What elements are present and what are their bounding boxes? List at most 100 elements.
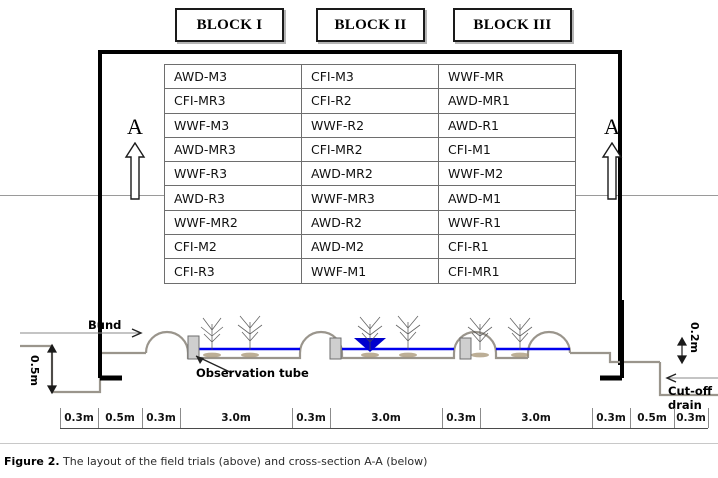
table-row: AWD-MR3 CFI-MR2 CFI-M1 [164, 136, 576, 163]
plot-cell: AWD-M3 [164, 63, 302, 90]
plot-cell: CFI-MR1 [438, 258, 576, 284]
plot-cell: WWF-MR2 [164, 209, 302, 236]
field-boundary-frame [98, 50, 622, 365]
cross-section-drawing [20, 300, 718, 397]
dimension-label: 0.3m [676, 412, 706, 424]
dimension-tick [142, 408, 143, 428]
cutoff-drain-label-line1: Cut-off [668, 384, 713, 398]
depth-label-right: 0.2m [688, 322, 701, 353]
observation-tube [329, 337, 342, 360]
plot-cell: CFI-R2 [301, 88, 439, 114]
dimension-label: 3.0m [371, 412, 401, 424]
plot-cell: WWF-R1 [438, 209, 576, 236]
observation-tube-leader-arrow [195, 355, 233, 374]
plot-cell: CFI-M3 [301, 63, 439, 90]
table-row: AWD-R3 WWF-MR3 AWD-M1 [164, 185, 576, 211]
plot-cell: CFI-R3 [164, 258, 302, 284]
rice-plant [200, 317, 224, 350]
dimension-tick [180, 408, 181, 428]
dimension-tick [674, 408, 675, 428]
soil-clumps [203, 352, 529, 358]
dimension-label: 3.0m [521, 412, 551, 424]
dimension-label: 0.3m [64, 412, 94, 424]
block-header-2-label: BLOCK II [334, 16, 407, 33]
block-header-3: BLOCK III [453, 8, 572, 42]
plot-cell: WWF-M2 [438, 161, 576, 187]
bed-3-floor [494, 353, 528, 360]
table-row: WWF-R3 AWD-MR2 WWF-M2 [164, 161, 576, 187]
cutoff-drain-leader-arrow [665, 373, 718, 383]
cutoff-drain-label: Cut-off drain [668, 384, 712, 412]
plot-cell: WWF-MR [438, 63, 576, 90]
dimension-tick [60, 408, 61, 428]
observation-tube [459, 337, 472, 360]
figure-caption: Figure 2. The layout of the field trials… [4, 455, 704, 468]
dimension-label: 3.0m [221, 412, 251, 424]
cutoff-drain-profile [658, 362, 718, 397]
plot-cell: WWF-R2 [301, 112, 439, 138]
plot-cell: AWD-M1 [438, 185, 576, 211]
table-row: WWF-MR2 AWD-R2 WWF-R1 [164, 209, 576, 236]
dimension-label: 0.3m [146, 412, 176, 424]
dimension-tick [480, 408, 481, 428]
plot-cell: CFI-MR2 [301, 136, 439, 163]
plot-cell: AWD-MR2 [301, 161, 439, 187]
dimension-tick [592, 408, 593, 428]
plot-table-body: AWD-M3 CFI-M3 WWF-MR CFI-MR3 CFI-R2 AWD-… [164, 63, 576, 284]
caption-divider [0, 443, 718, 444]
plot-layout-table: AWD-M3 CFI-M3 WWF-MR CFI-MR3 CFI-R2 AWD-… [164, 63, 576, 284]
block-header-1: BLOCK I [175, 8, 284, 42]
up-arrow-outline-icon [124, 142, 146, 200]
table-row: WWF-M3 WWF-R2 AWD-R1 [164, 112, 576, 138]
plot-cell: WWF-M3 [164, 112, 302, 138]
plot-cell: CFI-R1 [438, 234, 576, 260]
up-arrow-outline-icon [601, 142, 623, 200]
plot-cell: CFI-MR3 [164, 88, 302, 114]
table-row: CFI-M2 AWD-M2 CFI-R1 [164, 234, 576, 260]
dimension-tick [98, 408, 99, 428]
depth-dimension-left [46, 343, 58, 395]
rice-plant [395, 315, 421, 350]
rice-plant [507, 317, 533, 350]
depth-label-left: 0.5m [28, 355, 41, 386]
plot-cell: WWF-MR3 [301, 185, 439, 211]
plot-cell: CFI-M2 [164, 234, 302, 260]
bund-label: Bund [88, 318, 122, 332]
depth-dimension-right [676, 336, 688, 365]
plot-cell: AWD-R3 [164, 185, 302, 211]
rice-plant [237, 315, 263, 350]
field-frame-extension [98, 300, 624, 381]
dimension-tick [708, 408, 709, 428]
plot-cell: AWD-M2 [301, 234, 439, 260]
plot-cell: AWD-MR1 [438, 88, 576, 114]
dimension-tick [442, 408, 443, 428]
block-header-1-label: BLOCK I [196, 16, 263, 33]
section-marker-right: A [595, 116, 629, 200]
bund-1 [144, 330, 190, 354]
dimension-label: 0.5m [637, 412, 667, 424]
table-row: CFI-R3 WWF-M1 CFI-MR1 [164, 258, 576, 284]
dimension-tick [330, 408, 331, 428]
cutoff-drain-label-line2: drain [668, 398, 702, 412]
dimension-baseline [60, 428, 708, 429]
plot-cell: WWF-M1 [301, 258, 439, 284]
table-row: CFI-MR3 CFI-R2 AWD-MR1 [164, 88, 576, 114]
section-marker-left-label: A [127, 114, 143, 139]
rice-plants [200, 315, 533, 350]
dimension-label: 0.3m [446, 412, 476, 424]
rice-plant [357, 316, 383, 350]
observation-tube [187, 335, 200, 360]
dimension-label: 0.3m [596, 412, 626, 424]
dimension-label: 0.3m [296, 412, 326, 424]
ground-right [570, 351, 660, 364]
plot-cell: WWF-R3 [164, 161, 302, 187]
plot-cell: AWD-R1 [438, 112, 576, 138]
dimension-tick [630, 408, 631, 428]
bund-4 [526, 330, 572, 354]
plot-cell: AWD-MR3 [164, 136, 302, 163]
block-header-3-label: BLOCK III [473, 16, 552, 33]
observation-tubes [187, 335, 472, 360]
plot-cell: AWD-R2 [301, 209, 439, 236]
caption-text: The layout of the field trials (above) a… [59, 455, 428, 468]
